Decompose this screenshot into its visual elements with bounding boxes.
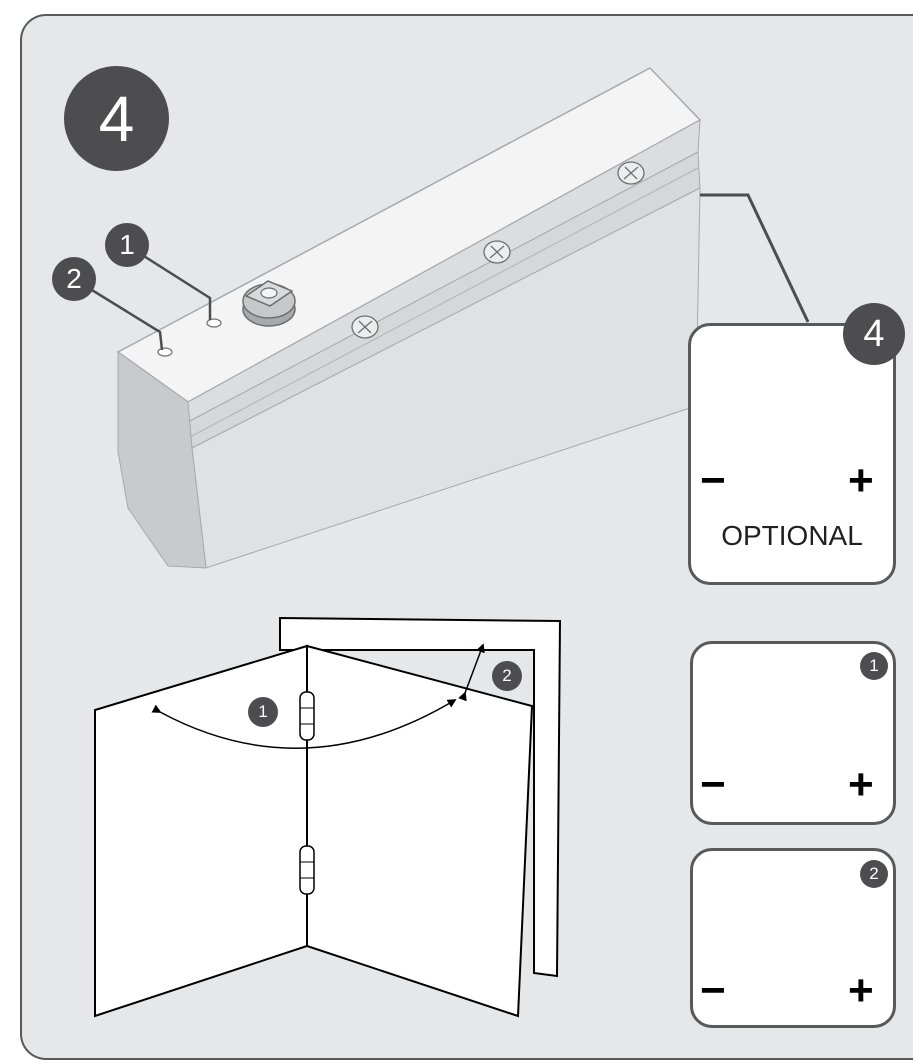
valve-2-minus-sign: − xyxy=(700,966,726,1015)
valve-1-minus-sign: − xyxy=(700,760,726,809)
swing-arc-1-badge: 1 xyxy=(248,697,278,727)
optional-card-badge: 4 xyxy=(843,303,905,365)
step-number-badge: 4 xyxy=(64,66,169,171)
valve-1-plus-sign: + xyxy=(848,760,874,809)
optional-plus-sign: + xyxy=(848,456,874,505)
optional-minus-sign: − xyxy=(700,456,726,505)
valve-1-callout: 1 xyxy=(105,223,149,267)
door-swing-illustration xyxy=(94,616,562,1018)
valve-2-card-badge: 2 xyxy=(860,860,888,888)
optional-label: OPTIONAL xyxy=(721,520,863,551)
valve-2-callout: 2 xyxy=(52,257,96,301)
valve-2-plus-sign: + xyxy=(848,966,874,1015)
swing-arc-2-badge: 2 xyxy=(492,661,522,691)
optional-adjust-card xyxy=(688,323,896,585)
door-closer-illustration xyxy=(73,67,810,569)
valve-1-card-badge: 1 xyxy=(860,652,888,680)
